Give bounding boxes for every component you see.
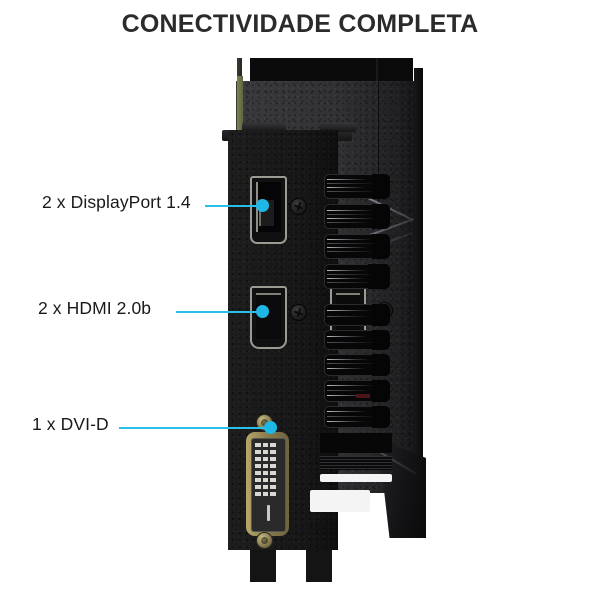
bracket-lip-nub-1 <box>242 122 286 132</box>
dvi-thumbscrew-bottom <box>256 532 273 549</box>
bracket-bottom-tab-right <box>306 550 332 582</box>
dvi-d-connector <box>246 432 289 536</box>
callout-dot-dvi <box>264 421 277 434</box>
vent-slot-8 <box>324 304 390 326</box>
callout-label-hdmi: 2 x HDMI 2.0b <box>38 298 152 318</box>
pcb-edge <box>237 76 243 131</box>
bracket-screw-middle <box>290 304 307 321</box>
vent-slot-1 <box>324 174 390 199</box>
page-title: CONECTIVIDADE COMPLETA <box>121 10 479 38</box>
heatsink-fin-band <box>320 456 392 470</box>
bracket-screw-top <box>290 198 307 215</box>
bracket-open-slot <box>310 490 370 512</box>
vent-slot-6 <box>324 380 390 402</box>
hdmi-connector-left <box>250 286 287 349</box>
callout-dot-displayport <box>256 199 269 212</box>
vent-slot-7 <box>324 406 390 428</box>
vent-slot-4 <box>324 264 390 289</box>
shroud-top-band <box>250 58 413 82</box>
shroud-right-edge <box>414 68 423 478</box>
heatsink-dark-band <box>320 433 392 453</box>
callout-dot-hdmi <box>256 305 269 318</box>
shroud-panel-split <box>376 58 378 82</box>
hdmi-left-cavity <box>256 293 281 339</box>
bracket-lip-nub-2 <box>320 122 356 132</box>
vent-slot-2 <box>324 204 390 229</box>
heatsink-light-slot <box>320 474 392 482</box>
callout-leader-line-dvi <box>119 427 271 429</box>
dvi-pin-grid <box>255 443 276 496</box>
shroud-seam <box>378 81 379 226</box>
vent-red-fin <box>356 394 370 398</box>
dvi-flat-blade <box>267 505 270 521</box>
vent-slot-5 <box>324 354 390 376</box>
callout-leader-line-hdmi <box>176 311 263 313</box>
graphics-card-illustration <box>222 58 428 582</box>
pcb-edge-shadow <box>237 58 242 78</box>
vent-slot-3 <box>324 234 390 259</box>
vent-slot-9 <box>324 330 390 350</box>
callout-label-dvi: 1 x DVI-D <box>32 414 109 434</box>
callout-label-displayport: 2 x DisplayPort 1.4 <box>42 192 191 212</box>
callout-leader-line-displayport <box>205 205 263 207</box>
dvi-d-cavity <box>251 438 286 532</box>
bracket-bottom-tab-left <box>250 550 276 582</box>
displayport-connector <box>250 176 287 244</box>
